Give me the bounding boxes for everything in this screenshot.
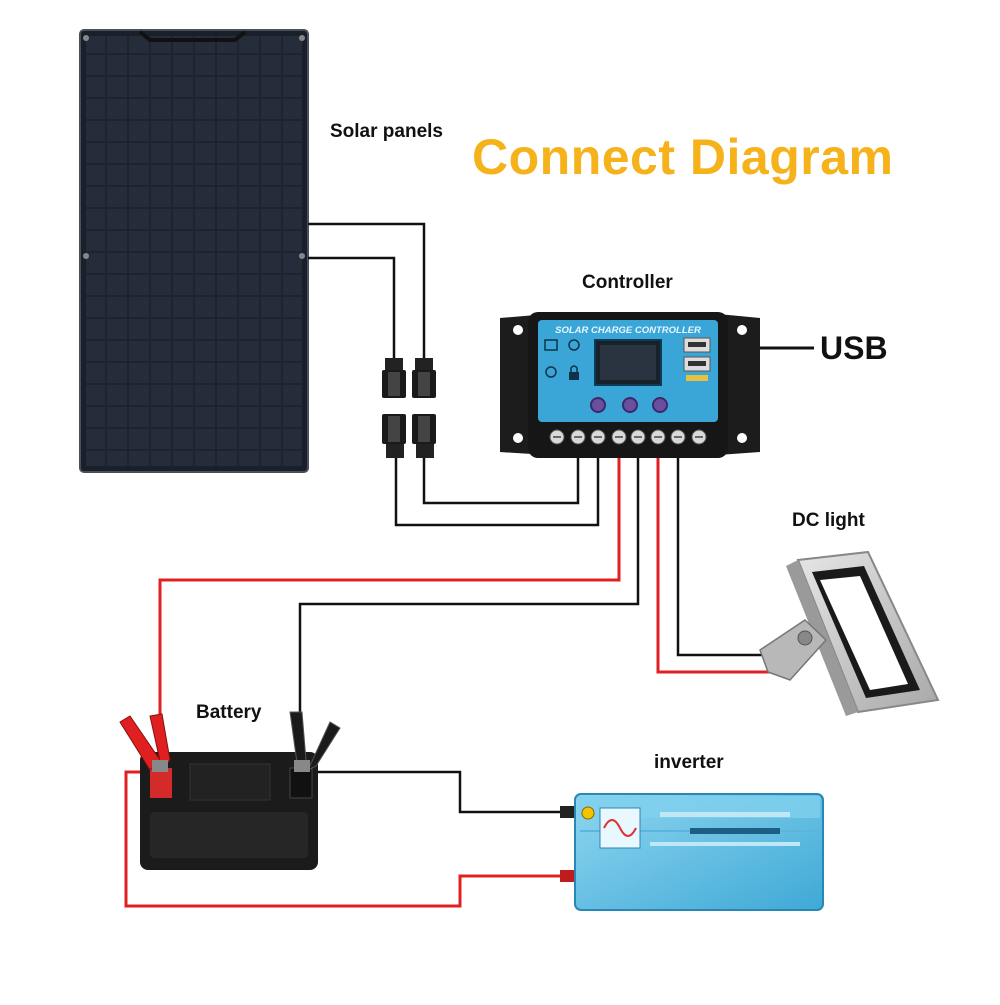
- inverter: [560, 793, 824, 911]
- diagram-title: Connect Diagram: [472, 129, 894, 185]
- charge-controller: SOLAR CHARGE CONTROLLER: [500, 312, 760, 458]
- inverter-indicator-light: [581, 806, 595, 820]
- controller-label: Controller: [582, 272, 673, 293]
- panel-wire-negative: [308, 256, 396, 360]
- battery-wire-positive: [158, 448, 621, 768]
- battery-terminal-positive: [150, 768, 172, 798]
- light-wire-negative: [676, 448, 770, 657]
- battery: [140, 752, 318, 870]
- clock-icon: [545, 366, 557, 378]
- battery-label: Battery: [196, 702, 262, 723]
- mc4-connector-bottom-left: [382, 414, 406, 458]
- mc4-connector-top-right: [412, 358, 436, 398]
- battery-terminal-negative: [289, 767, 313, 799]
- mc4-connectors: [382, 358, 436, 458]
- black-clamp: [289, 711, 341, 772]
- panel-wire-positive: [308, 222, 426, 360]
- controller-button-2: [622, 397, 638, 413]
- inverter-terminal-positive: [560, 870, 574, 882]
- pv-wire-1: [422, 448, 580, 505]
- dc-light: [759, 550, 940, 716]
- pv-wire-2: [394, 448, 600, 527]
- red-clamp: [119, 713, 171, 772]
- mc4-connector-bottom-right: [412, 414, 436, 458]
- controller-header-text: SOLAR CHARGE CONTROLLER: [555, 325, 701, 336]
- controller-button-1: [590, 397, 606, 413]
- solar-panel: [79, 29, 309, 473]
- solar-panels-label: Solar panels: [330, 121, 443, 142]
- usb-label: USB: [820, 330, 888, 366]
- gear-icon: [568, 339, 580, 351]
- inverter-label: inverter: [654, 752, 724, 773]
- battery-wire-negative: [298, 448, 640, 768]
- inverter-wire-negative: [300, 770, 565, 814]
- controller-terminals: [549, 429, 707, 445]
- dc-light-label: DC light: [792, 510, 865, 531]
- inverter-terminal-negative: [560, 806, 574, 818]
- screen-icon: [544, 339, 558, 351]
- light-wire-positive: [656, 448, 770, 674]
- mc4-connector-top-left: [382, 358, 406, 398]
- inverter-wire-positive: [124, 770, 565, 908]
- controller-button-3: [652, 397, 668, 413]
- lock-icon: [569, 372, 579, 380]
